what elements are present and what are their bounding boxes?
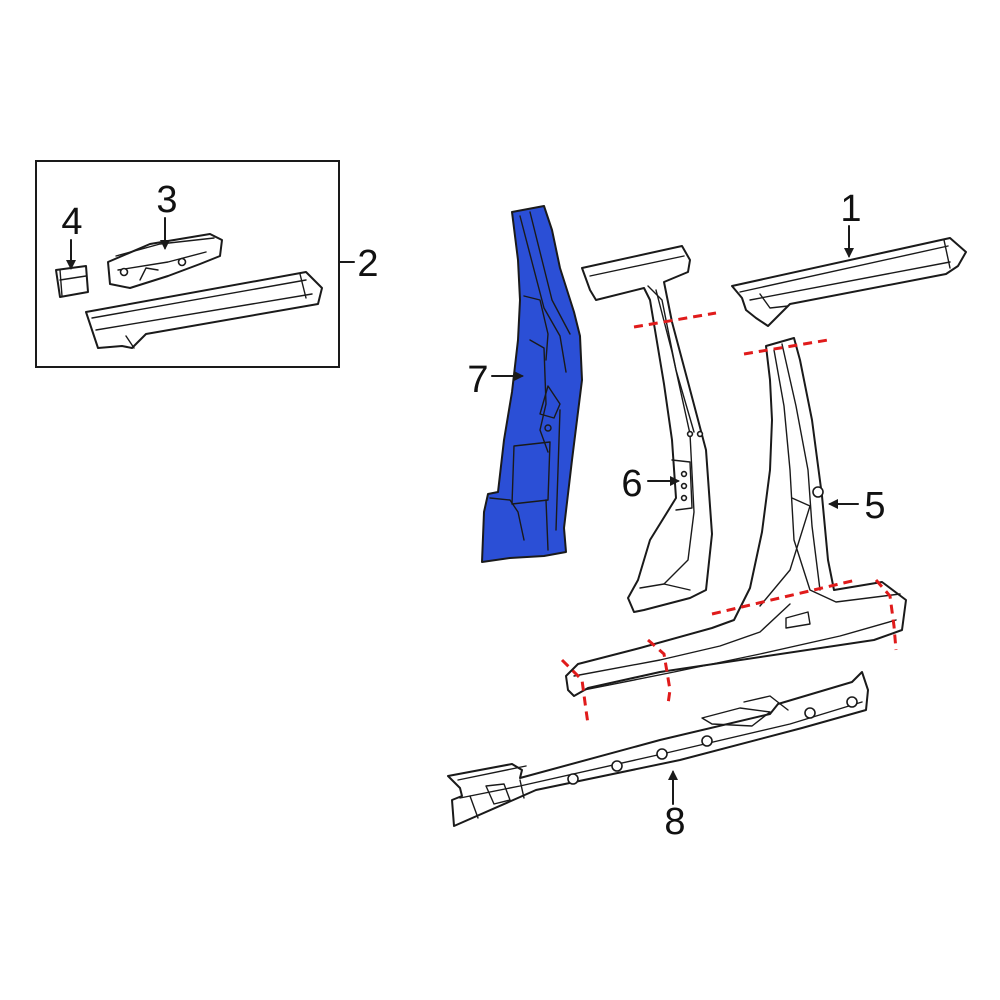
part-2-rocker-reinforcement[interactable] — [85, 271, 323, 349]
callout-8: 8 — [664, 801, 685, 843]
part-6-center-pillar-reinforcement[interactable] — [581, 245, 713, 613]
callout-4: 4 — [61, 201, 82, 243]
callout-1: 1 — [840, 188, 861, 230]
part-4-bracket[interactable] — [55, 265, 89, 298]
callout-2: 2 — [357, 243, 378, 285]
part-7-highlight-fill — [481, 205, 583, 563]
cut-line-part6-top — [633, 311, 717, 329]
cut-line-rocker-mid — [647, 638, 672, 705]
callout-3: 3 — [156, 179, 177, 221]
leader-lines — [66, 217, 859, 805]
inset-frame — [35, 160, 340, 368]
callout-5: 5 — [864, 485, 885, 527]
inset-group — [35, 160, 340, 368]
part-7-center-pillar-inner-panel[interactable] — [481, 205, 583, 563]
callout-6: 6 — [621, 463, 642, 505]
callout-7: 7 — [467, 359, 488, 401]
cut-line-part5-mid — [711, 578, 857, 616]
part-8-rocker-panel-inner[interactable] — [447, 671, 869, 827]
part-1-roof-side-rail[interactable] — [731, 237, 967, 327]
part-5-side-panel-pillar[interactable] — [565, 337, 907, 697]
cut-line-rocker-front — [560, 658, 590, 725]
callout-labels: 1 2 3 4 5 6 7 8 — [61, 179, 885, 843]
cut-lines — [560, 311, 898, 725]
part-7-hole — [544, 424, 552, 432]
part-3-reinforcement[interactable] — [107, 233, 223, 289]
cut-line-part5-rear — [874, 579, 898, 651]
